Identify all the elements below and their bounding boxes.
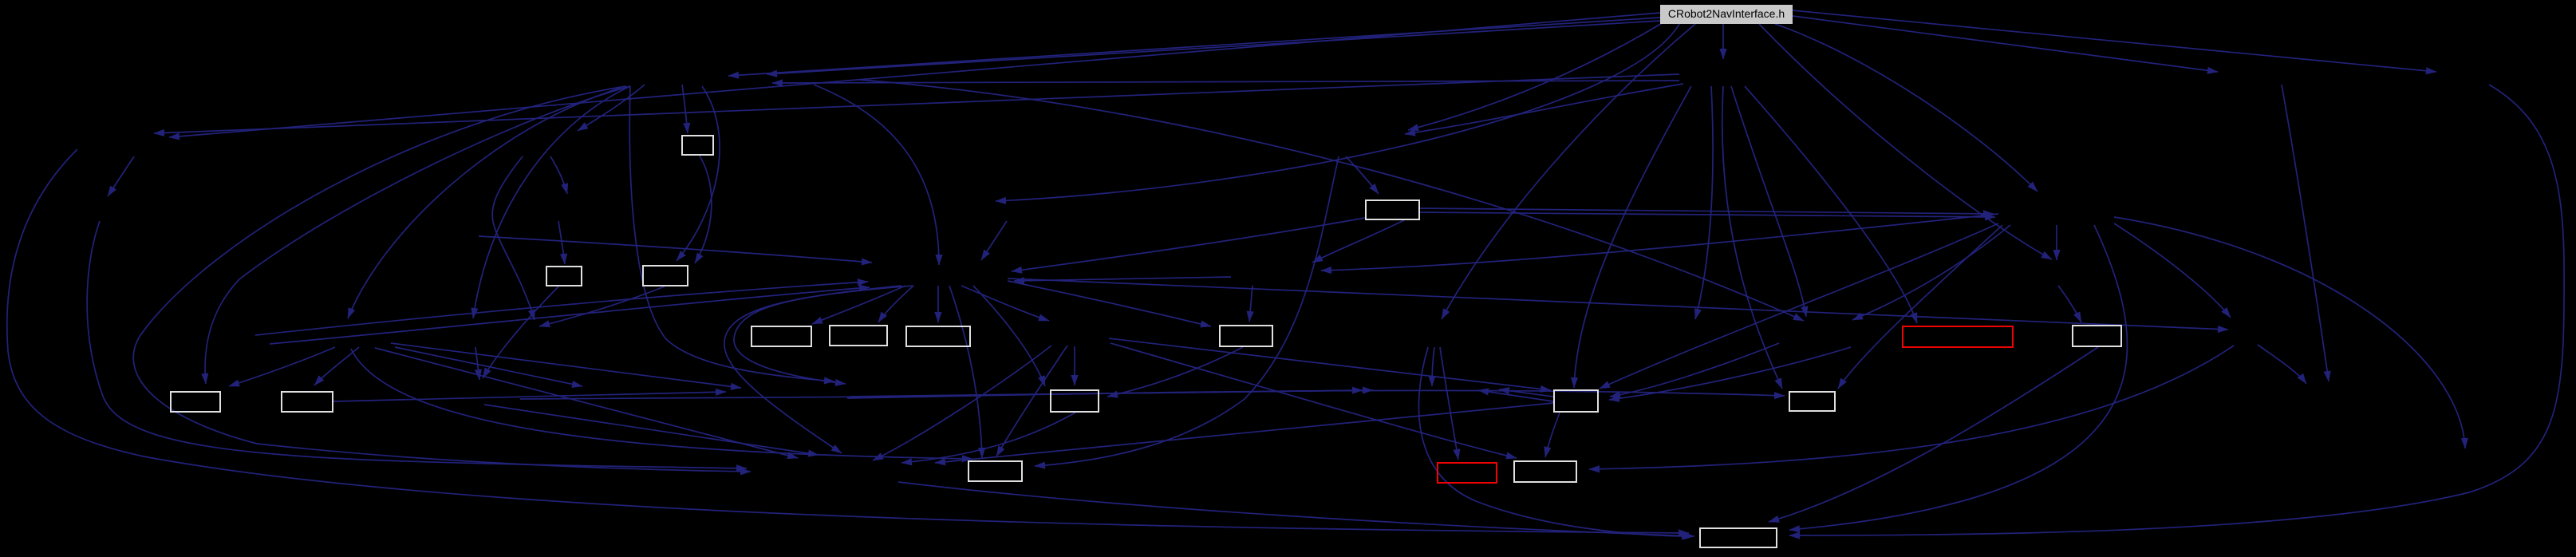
svg-text:CRobot2NavInterface.h: CRobot2NavInterface.h (1668, 7, 1785, 20)
